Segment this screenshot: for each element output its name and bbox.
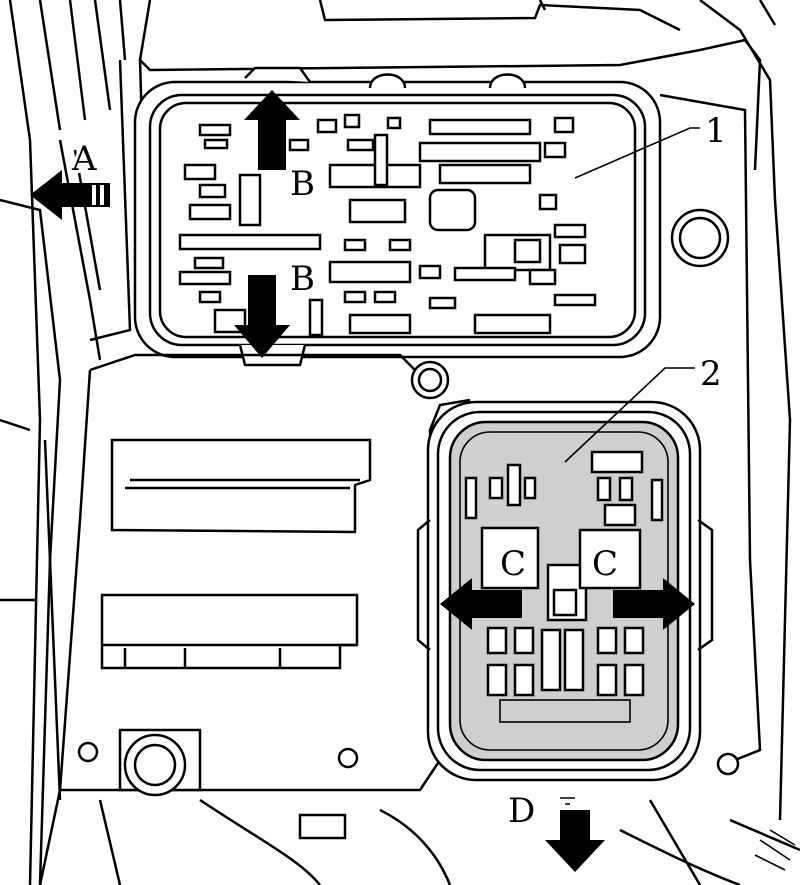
- label-arrow-b-top: B: [290, 164, 315, 204]
- label-arrow-a: A: [71, 139, 97, 179]
- arrow-b-top: [244, 90, 300, 170]
- label-arrow-d: D: [508, 791, 535, 831]
- fuse-slots: [178, 113, 597, 337]
- callout-leaders: [560, 127, 700, 805]
- label-arrow-c-left: C: [500, 544, 526, 584]
- label-part-1: 1: [705, 111, 727, 151]
- label-arrow-b-bottom: B: [290, 259, 315, 299]
- arrow-d: [545, 810, 605, 872]
- label-arrow-c-right: C: [592, 544, 618, 584]
- multi-pin-connector: [416, 400, 714, 782]
- lower-housing: [38, 353, 800, 885]
- arrow-c-left: [440, 578, 522, 630]
- fuse-relay-box: [133, 66, 662, 367]
- arrow-c-right: [613, 578, 695, 630]
- label-part-2: 2: [700, 354, 722, 394]
- arrow-b-bottom: [234, 275, 290, 358]
- arrow-a: [30, 170, 110, 220]
